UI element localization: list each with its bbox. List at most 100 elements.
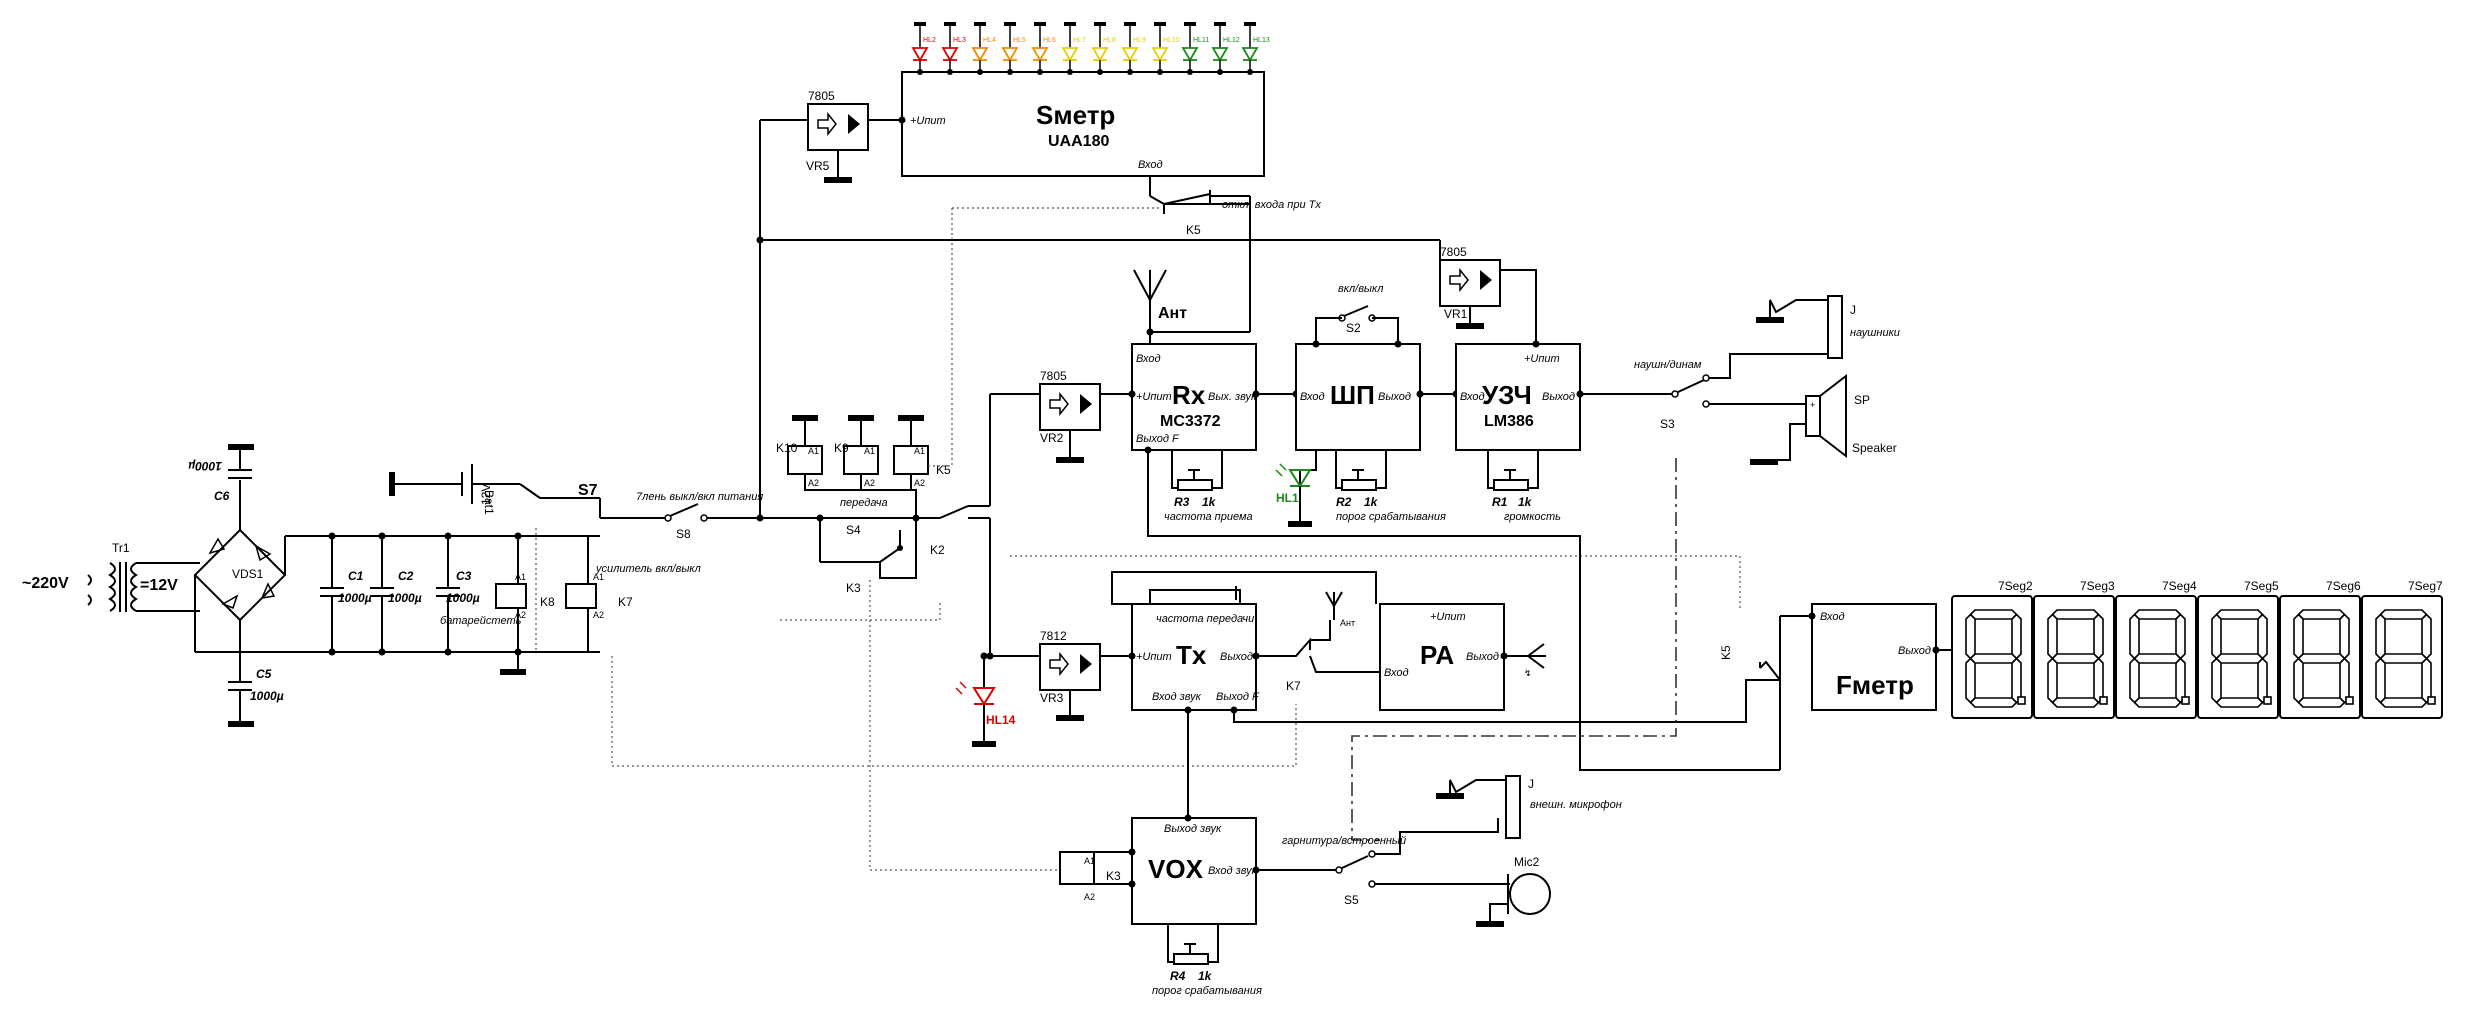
fmeter-out: Выход: [1898, 645, 1931, 657]
led-hl13: HL13: [1241, 22, 1270, 75]
regulator-vr5: 7805 VR5: [806, 89, 902, 183]
vr1-label: VR1: [1444, 307, 1468, 321]
led-label: HL2: [923, 37, 936, 44]
k10-a1: A1: [808, 446, 819, 456]
pa-in: Вход: [1384, 667, 1409, 679]
c2-label: C2: [398, 569, 414, 583]
tx-f: Выход F: [1216, 691, 1260, 703]
digit-label: 7Seg6: [2326, 579, 2361, 593]
microphone-mic2: Mic2: [1476, 855, 1551, 927]
k5-fm-label: K5: [1719, 645, 1733, 660]
k3-a1: A1: [1084, 856, 1095, 866]
relay-k8: A1 A2 K8: [495, 536, 555, 675]
tx-audio: Вход звук: [1152, 691, 1202, 703]
vr2-label: VR2: [1040, 431, 1064, 445]
amp-in: Вход: [1460, 391, 1485, 403]
led-hl6: HL6: [1031, 22, 1056, 75]
led-label: HL10: [1163, 37, 1180, 44]
led-hl1: HL1: [1275, 463, 1312, 527]
vox-out: Выход звук: [1164, 823, 1222, 835]
digit-label: 7Seg2: [1998, 579, 2033, 593]
mic-jack-label: J: [1528, 777, 1534, 791]
vr3-type: 7812: [1040, 629, 1067, 643]
k9-label: K9: [834, 441, 849, 455]
battery-bat1: 12V Bat1 S7: [389, 464, 600, 515]
transformer-label: Tr1: [112, 541, 130, 555]
speaker: + SP Speaker: [1750, 373, 1897, 465]
c3-label: C3: [456, 569, 472, 583]
switch-s3: наушн/динам S3: [1634, 340, 1829, 431]
squelch-out: Выход: [1378, 391, 1411, 403]
amp-chip: LM386: [1484, 413, 1534, 430]
k7-contact-label: K7: [1286, 679, 1301, 693]
mains-input: ~220V: [22, 574, 92, 606]
capacitor-c3: C3 1000µ батарейстеть: [436, 536, 522, 652]
pa-out: Выход: [1466, 651, 1499, 663]
capacitor-c1: C1 1000µ: [320, 536, 372, 652]
pa-ant: Ант: [1340, 618, 1355, 628]
vox-title: VOX: [1148, 854, 1204, 884]
k10-label: K10: [776, 441, 798, 455]
vr3-label: VR3: [1040, 691, 1064, 705]
switch-s5: гарнитура/встроенный S5: [1282, 818, 1510, 907]
led-label: HL6: [1043, 37, 1056, 44]
k5-a1: A1: [914, 446, 925, 456]
pa-out-mark: ↯: [1524, 668, 1532, 678]
k7-note: усилитель вкл/выкл: [595, 563, 701, 575]
hl1-label: HL1: [1276, 491, 1299, 505]
vr2-type: 7805: [1040, 369, 1067, 383]
led-hl3: HL3: [941, 22, 966, 75]
led-hl14: HL14: [955, 652, 1016, 747]
k9-a1: A1: [864, 446, 875, 456]
led-hl10: HL10: [1151, 22, 1180, 75]
led-hl7: HL7: [1061, 22, 1086, 75]
pa-title: PA: [1420, 640, 1454, 670]
antenna-rx: Ант: [1133, 216, 1251, 344]
r2-label: R2: [1336, 495, 1352, 509]
s3-label: S3: [1660, 417, 1675, 431]
relay-k5-coil: A1 A2 K5: [893, 415, 951, 488]
mic-jack: J внешн. микрофон: [1436, 775, 1622, 839]
vr5-label: VR5: [806, 159, 830, 173]
relay-k7-contact: K7: [1256, 620, 1380, 693]
pa-pwr: +Uпит: [1430, 611, 1466, 623]
digit-label: 7Seg5: [2244, 579, 2279, 593]
s2-label: S2: [1346, 321, 1361, 335]
relay-k5-contact-2: K5: [1719, 615, 1812, 770]
led-label: HL3: [953, 37, 966, 44]
battery-value: 12V: [479, 484, 493, 505]
led-label: HL8: [1103, 37, 1116, 44]
vr5-type: 7805: [808, 89, 835, 103]
c1-value: 1000µ: [338, 591, 372, 605]
r2-value: 1k: [1364, 495, 1379, 509]
relay-k9: A1 A2 K9: [834, 415, 879, 488]
relay-k7: A1 A2 K7 усилитель вкл/выкл: [565, 536, 701, 652]
r4-value: 1k: [1198, 969, 1213, 983]
s3-note: наушн/динам: [1634, 359, 1702, 371]
amp-pwr: +Uпит: [1524, 353, 1560, 365]
switch-s4: S4 K3: [819, 518, 917, 595]
led-label: HL11: [1193, 37, 1209, 44]
c5-label: C5: [256, 667, 272, 681]
rx-f: Выход F: [1136, 433, 1180, 445]
s4-label: S4: [846, 523, 861, 537]
transformer-tr1: Tr1 =12V: [108, 541, 200, 612]
k5-note: откл. входа при Tx: [1222, 199, 1321, 211]
r3-value: 1k: [1202, 495, 1217, 509]
amp-title: УЗЧ: [1482, 380, 1532, 410]
led-label: HL7: [1073, 37, 1086, 44]
k3-a2: A2: [1084, 892, 1095, 902]
led-hl4: HL4: [971, 22, 996, 75]
amp-module: УЗЧ LM386 Вход +Uпит Выход R1 1k громкос…: [1455, 340, 1584, 523]
k7-a1: A1: [593, 572, 604, 582]
k8-a2: A2: [515, 610, 526, 620]
led-label: HL12: [1223, 37, 1240, 44]
amp-out: Выход: [1542, 391, 1575, 403]
smeter-chip: UAA180: [1048, 133, 1109, 150]
c6-label: C6: [214, 489, 230, 503]
digit-1: 7Seg2: [1951, 579, 2033, 719]
led-label: HL4: [983, 37, 996, 44]
bridge-label: VDS1: [232, 567, 264, 581]
rx-out: Вых. звук: [1208, 391, 1257, 403]
digit-5: 7Seg6: [2279, 579, 2361, 719]
